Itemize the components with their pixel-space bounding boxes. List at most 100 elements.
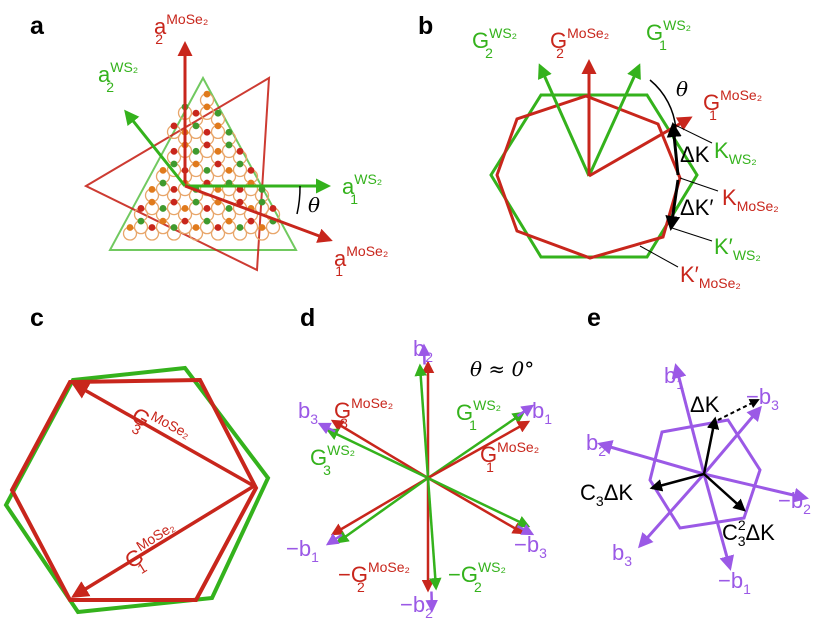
- lattice-atom: [203, 217, 211, 225]
- lattice-atom: [181, 217, 189, 225]
- lattice-atom: [225, 166, 233, 174]
- lattice-atom: [203, 166, 211, 174]
- leader-kp-ws2: [671, 227, 713, 242]
- label-minus-b3-e: −b3: [746, 384, 779, 413]
- lattice-atom: [170, 147, 178, 155]
- label-theta-a: θ: [308, 193, 320, 217]
- lattice-atom: [203, 90, 211, 98]
- lattice-atom: [236, 186, 244, 193]
- lattice-atom: [203, 141, 211, 149]
- lattice-atom: [203, 103, 211, 111]
- g3-mose2-vector-c: [70, 382, 255, 488]
- minus-b3-vector-e: [702, 405, 762, 475]
- label-minus-b1-e: −b1: [718, 568, 751, 597]
- c3-squared-delta-k-vector-e: [703, 473, 746, 512]
- lattice-atom: [214, 224, 222, 231]
- leader-kp-mose2: [639, 245, 679, 268]
- label-delta-k-prime: ΔK′: [680, 195, 714, 220]
- lattice-atom: [192, 160, 200, 168]
- delta-k-prime-arrow: [665, 179, 681, 231]
- lattice-atom: [203, 128, 211, 136]
- mose2-hexagon: [495, 94, 682, 260]
- lattice-atom: [148, 186, 156, 193]
- g1-mose2-vector-d: [427, 420, 531, 480]
- minus-b2-vector-d: [425, 591, 438, 613]
- lattice-atom: [170, 224, 178, 231]
- label-k-ws2: KWS₂: [714, 138, 757, 167]
- a2-ws2-vector: [124, 109, 187, 187]
- lattice-atom: [236, 224, 244, 231]
- dashed-translation-arrow: [717, 399, 760, 421]
- g1-ws2-vector: [587, 63, 641, 177]
- label-minus-b1: −b1: [286, 536, 319, 565]
- atom-lattice: [122, 90, 281, 241]
- ws2-triangle: [108, 75, 298, 251]
- lattice-atom: [214, 109, 222, 117]
- lattice-atom: [225, 205, 233, 212]
- label-b1-e: b1: [664, 363, 684, 392]
- g2-ws2-vector-d: [414, 363, 430, 479]
- lattice-atom: [225, 141, 233, 149]
- lattice-atom: [159, 179, 167, 187]
- lattice-atom: [214, 186, 222, 193]
- ws2-hexagon: [489, 93, 699, 259]
- lattice-atom: [126, 224, 134, 231]
- lattice-atom: [258, 198, 266, 206]
- panel-label-b: b: [418, 12, 433, 40]
- lattice-atom: [258, 224, 266, 231]
- lattice-atom: [236, 160, 244, 168]
- lattice-atom: [192, 147, 200, 155]
- lattice-atom: [192, 224, 200, 231]
- minus-g1-ws2-vector-d: [335, 476, 429, 544]
- minus-b1-vector-e: [702, 473, 735, 571]
- lattice-atom: [148, 198, 156, 206]
- lattice-atom: [258, 186, 266, 193]
- g3-mose2-vector-d: [330, 419, 429, 480]
- panel-c-rotated-hexagons: GMoSe₂3 −GMoSe₂1: [3, 365, 271, 615]
- label-theta-approx: θ ≈ 0°: [470, 357, 534, 381]
- label-minus-b3: −b3: [514, 532, 547, 561]
- label-b1: b1: [532, 398, 552, 427]
- mose2-triangle: [83, 76, 271, 272]
- lattice-atom: [159, 205, 167, 212]
- lattice-atom: [170, 198, 178, 206]
- label-k-mose2: KMoSe₂: [722, 185, 779, 214]
- delta-k-arrow: [666, 122, 682, 176]
- lattice-atom: [269, 205, 277, 212]
- mose2-hexagon-c: [9, 377, 259, 602]
- lattice-atom: [225, 217, 233, 225]
- lattice-atom: [181, 205, 189, 212]
- label-g3-mose2-c: GMoSe₂3: [124, 400, 193, 460]
- lattice-atom: [192, 198, 200, 206]
- label-b2: b2: [413, 336, 433, 365]
- label-delta-k: ΔK: [680, 142, 710, 167]
- lattice-atom: [148, 224, 156, 231]
- lattice-atom: [159, 217, 167, 225]
- lattice-atom: [214, 122, 222, 130]
- label-theta-b: θ: [676, 77, 688, 101]
- lattice-atom: [236, 147, 244, 155]
- minus-b3-vector-d: [516, 523, 535, 536]
- g1-ws2-vector-d: [427, 411, 526, 480]
- g3-ws2-vector-d: [325, 428, 429, 480]
- label-minus-b2: −b2: [400, 592, 433, 621]
- leader-k-ws2: [672, 123, 713, 144]
- b1-vector-e: [671, 363, 706, 475]
- lattice-atom: [170, 160, 178, 168]
- panel-label-c: c: [30, 304, 44, 332]
- lattice-atom: [236, 198, 244, 206]
- lattice-atom: [203, 205, 211, 212]
- lattice-atom: [247, 217, 255, 225]
- label-minus-b2-e: −b2: [778, 488, 811, 517]
